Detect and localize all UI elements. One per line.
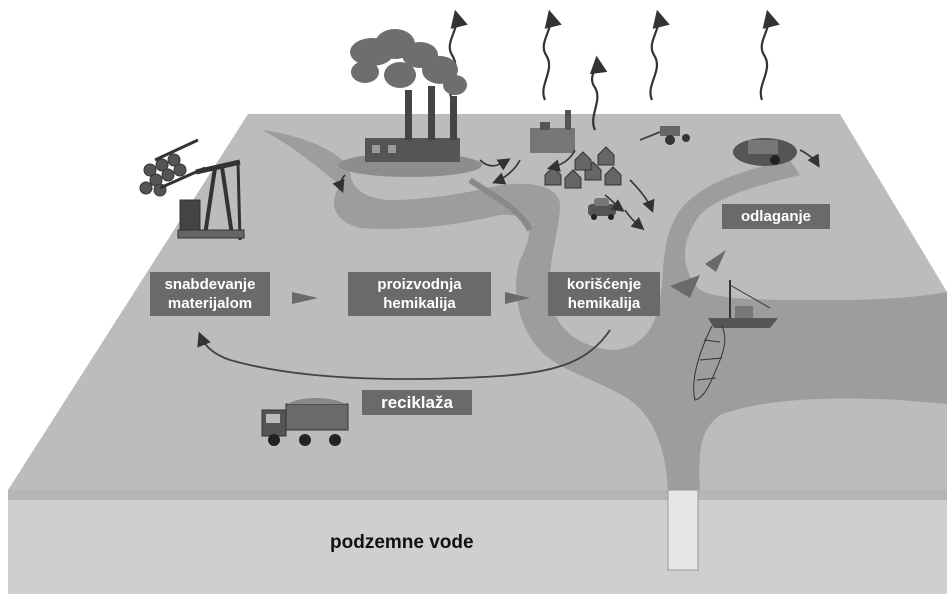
tractor-icon [639,126,690,145]
emission-arrows [448,9,780,131]
label-disposal: odlaganje [722,204,830,229]
dump-truck-icon [261,398,349,446]
logs-icon [139,138,206,197]
recycling-arrow [197,329,611,380]
groundwater-plume [667,489,699,571]
oil-pump-icon [177,159,245,241]
houses-icon [544,146,622,189]
car-icon [588,198,616,220]
label-chemical-use: korišćenje hemikalija [548,272,660,316]
ground-front-face [8,490,947,594]
chemical-plant-icon [530,110,575,153]
factory-smoke [350,29,467,95]
tributary [468,177,533,232]
label-chemical-production: proizvodnja hemikalija [348,272,491,316]
process-arrows [332,149,820,231]
river [262,130,947,490]
factory-icon [338,86,482,177]
label-recycling: reciklaža [362,390,472,415]
label-groundwater: podzemne vode [330,532,474,553]
label-material-supply: snabdevanje materijalom [150,272,270,316]
ground-edge [8,490,947,500]
fishing-boat-icon [708,280,778,328]
flow-arrows [292,250,726,304]
fishing-net-icon [693,325,726,401]
disposal-site-icon [733,138,797,166]
